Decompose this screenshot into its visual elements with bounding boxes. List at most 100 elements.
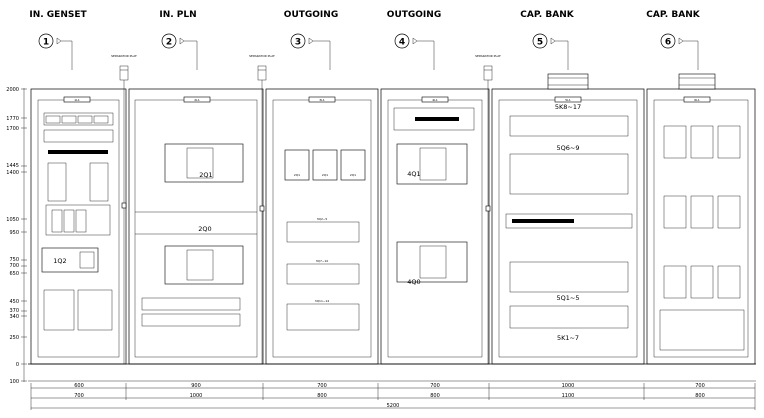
group-5K1-7-label: 5K1~7 [557, 334, 579, 342]
panel-6-number: 6 [665, 38, 671, 48]
group-5K8-17-label: 5K8~17 [555, 103, 581, 111]
panel-3-marker: 3 [290, 33, 331, 70]
panel-6-tag: 6L1 [694, 98, 700, 102]
panel-1-contents: 1Q2 [41, 112, 114, 331]
width-panel-4-outer: 800 [430, 393, 440, 399]
panel-4-contents: 4Q1 4Q0 [393, 107, 475, 286]
total-width: 5200 [387, 403, 400, 409]
dim-950: 950 [9, 230, 19, 236]
capacitor [663, 125, 687, 159]
panel-5-roof-vent [547, 73, 589, 90]
panel-6-contents [659, 125, 745, 351]
panel-markers: 1 2 3 4 5 6 [38, 33, 699, 70]
panel-1-meter-strip [43, 112, 114, 126]
capacitor [690, 125, 714, 159]
width-panel-2-inner: 900 [191, 383, 201, 389]
breaker-2Q1 [164, 143, 244, 183]
panel-1-main-breaker [41, 247, 99, 273]
width-panel-3-outer: 800 [317, 393, 327, 399]
separator-3: SEPARATOR PLAT [475, 54, 501, 364]
dim-1400: 1400 [6, 170, 19, 176]
group-3Q2-5-label: 3Q2~5 [317, 217, 328, 221]
width-panel-5-outer: 1100 [562, 393, 575, 399]
capacitor [717, 195, 741, 229]
width-panel-1-outer: 700 [74, 393, 84, 399]
breaker-3-1 [284, 149, 310, 181]
capacitor [663, 195, 687, 229]
panel-1-busbar [48, 150, 108, 154]
panel-6-enclosure [646, 88, 756, 365]
separator-plates: SEPARATOR PLAT SEPARATOR PLAT SEPARATOR … [111, 54, 501, 364]
breaker-4Q0 [396, 241, 468, 283]
group-3Q11-14-label: 3Q11~14 [315, 299, 330, 303]
panel-enclosures: 1L1 2L1 3L1 4L1 5L1 6L1 [30, 88, 756, 365]
breaker-3-3 [340, 149, 366, 181]
capacitor [717, 265, 741, 299]
panel-5-nameplate [554, 96, 582, 103]
panel-4-tag: 4L1 [432, 98, 438, 102]
dim-2000: 2000 [6, 87, 19, 93]
dim-1770: 1770 [6, 116, 19, 122]
breaker-4Q0-label: 4Q0 [407, 278, 420, 286]
dim-100: 100 [9, 379, 19, 385]
panel-4-enclosure [380, 88, 490, 365]
group-5Q1-5-label: 5Q1~5 [557, 294, 580, 302]
horizontal-dimensions: 600 900 700 700 1000 700 700 1000 800 80… [30, 383, 756, 410]
svg-text:SEPARATOR PLAT: SEPARATOR PLAT [249, 54, 275, 58]
busbar-2Q0-label: 2Q0 [198, 225, 211, 233]
breaker-3-3-label: 2Q1 [350, 173, 356, 177]
panel-4-nameplate [421, 96, 449, 103]
breaker-4Q1 [396, 143, 468, 185]
svg-text:SEPARATOR PLAT: SEPARATOR PLAT [475, 54, 501, 58]
panel-6-roof-vent [678, 73, 716, 90]
panel-1-enclosure [30, 88, 127, 365]
panel-5-marker: 5 [532, 33, 569, 70]
panel-3-title: OUTGOING [284, 10, 338, 20]
breaker-2Q1-label: 2Q1 [199, 171, 212, 179]
dim-370: 370 [9, 308, 19, 314]
panel-4-number: 4 [399, 38, 405, 48]
separator-1: SEPARATOR PLAT [111, 54, 137, 364]
panel-6-marker: 6 [660, 33, 699, 70]
panel-4-marker: 4 [394, 33, 435, 70]
dim-0: 0 [16, 362, 19, 368]
breaker-1Q2-label: 1Q2 [53, 257, 66, 265]
panel-1-marker: 1 [38, 33, 73, 70]
dim-750: 750 [9, 257, 19, 263]
panel-1-number: 1 [43, 38, 49, 48]
width-panel-1-inner: 600 [74, 383, 84, 389]
separator-2: SEPARATOR PLAT [249, 54, 275, 364]
breaker-2Q0 [164, 245, 244, 285]
panel-1-tag: 1L1 [74, 98, 80, 102]
panel-6-title: CAP. BANK [646, 10, 700, 20]
group-5Q6-9-label: 5Q6~9 [557, 144, 580, 152]
panel-1-nameplate [63, 96, 91, 103]
dim-1050: 1050 [6, 217, 19, 223]
breaker-4Q1-label: 4Q1 [407, 170, 420, 178]
panel-2-contents: 2Q0 2Q1 [135, 143, 257, 327]
panel-titles: IN. GENSET IN. PLN OUTGOING OUTGOING CAP… [29, 10, 700, 20]
width-panel-3-inner: 700 [317, 383, 327, 389]
panel-3-tag: 3L1 [319, 98, 325, 102]
dim-340: 340 [9, 314, 19, 320]
group-3Q7-10-label: 3Q7~10 [316, 259, 329, 263]
panel-3-contents: 2Q1 2Q1 2Q1 3Q2~5 3Q7~10 3Q11~14 [284, 149, 366, 331]
capacitor [690, 265, 714, 299]
panel-5-contents: 5K8~17 5Q6~9 5Q1~5 5K1~7 [505, 103, 633, 342]
dim-650: 650 [9, 271, 19, 277]
panel-2-number: 2 [166, 38, 172, 48]
capacitor [663, 265, 687, 299]
width-panel-6-inner: 700 [695, 383, 705, 389]
capacitor [690, 195, 714, 229]
panel-5-title: CAP. BANK [520, 10, 574, 20]
panel-2-nameplate [183, 96, 211, 103]
panel-3-number: 3 [295, 38, 301, 48]
dim-450: 450 [9, 299, 19, 305]
svg-text:SEPARATOR PLAT: SEPARATOR PLAT [111, 54, 137, 58]
panel-1-title: IN. GENSET [29, 10, 87, 20]
panel-2-tag: 2L1 [194, 98, 200, 102]
panel-2-title: IN. PLN [159, 10, 196, 20]
panel-4-title: OUTGOING [387, 10, 441, 20]
panel-2-marker: 2 [161, 33, 198, 70]
